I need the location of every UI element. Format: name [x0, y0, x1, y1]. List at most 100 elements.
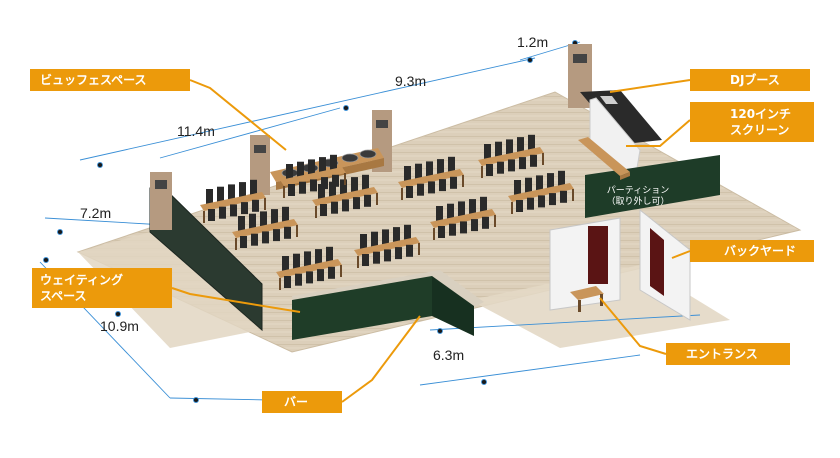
chair	[449, 223, 456, 236]
chair	[450, 176, 457, 189]
table	[508, 183, 574, 202]
chair	[536, 175, 543, 192]
chair	[447, 203, 454, 220]
chair	[249, 213, 256, 230]
chair	[238, 216, 245, 232]
waiting-label-line2: スペース	[40, 289, 87, 303]
chair	[326, 246, 333, 263]
chair	[208, 209, 215, 221]
chair	[439, 179, 446, 192]
chair	[448, 156, 455, 173]
table-leg	[315, 206, 317, 218]
chair	[328, 266, 335, 279]
dimension-label-5: 10.9m	[100, 318, 139, 334]
chair	[395, 247, 402, 260]
chair	[332, 174, 339, 187]
chair	[228, 184, 235, 201]
table-group	[354, 224, 420, 268]
entrance-door	[588, 226, 608, 284]
chair	[310, 179, 317, 192]
chair	[331, 201, 338, 214]
table-leg	[481, 166, 483, 178]
entrance-label: エントランス	[666, 343, 790, 365]
screen-label: 120インチ スクリーン	[690, 102, 814, 142]
screen-label-line1: 120インチ	[730, 107, 792, 121]
chair	[286, 164, 293, 180]
chair	[514, 180, 521, 196]
waiting-label: ウェイティング スペース	[32, 268, 172, 308]
chair	[315, 249, 322, 266]
chair	[417, 183, 424, 196]
table-leg	[542, 153, 544, 165]
table-leg	[283, 186, 285, 198]
table-leg	[433, 228, 435, 240]
table-leg	[203, 211, 205, 223]
chair	[364, 194, 371, 207]
chair	[251, 233, 258, 246]
table-leg	[418, 243, 420, 255]
waiting-label-line1: ウェイティング	[40, 273, 124, 287]
chair	[239, 182, 246, 199]
chair	[250, 179, 257, 196]
chair	[329, 181, 336, 198]
chair	[458, 201, 465, 218]
dimension-label-1: 1.2m	[517, 34, 549, 50]
chair	[393, 227, 400, 244]
chair	[360, 234, 367, 250]
chair	[460, 221, 467, 234]
table	[276, 259, 342, 278]
dimension-label-2: 9.3m	[395, 73, 427, 89]
chair	[426, 161, 433, 178]
dimension-label-6: 6.3m	[433, 347, 465, 363]
chair	[362, 174, 369, 191]
table-leg	[511, 202, 513, 214]
chair	[320, 204, 327, 216]
chair	[293, 253, 300, 270]
chair	[260, 211, 267, 228]
chair	[330, 154, 337, 171]
table-leg	[357, 256, 359, 268]
table-group	[232, 206, 298, 250]
chair	[560, 190, 567, 203]
chair	[206, 189, 213, 205]
chair	[406, 244, 413, 257]
chair	[508, 159, 515, 172]
table	[200, 192, 266, 211]
chair	[262, 231, 269, 244]
chair	[480, 196, 487, 213]
chair	[527, 197, 534, 210]
table-leg	[462, 175, 464, 187]
partition-label-line1: パーティション	[606, 186, 670, 196]
chair	[282, 256, 289, 272]
chair	[438, 226, 445, 238]
chair	[219, 206, 226, 219]
backyard-label-text: バックヤード	[724, 244, 797, 258]
chair	[288, 184, 295, 196]
table-leg	[340, 265, 342, 277]
chair	[404, 224, 411, 241]
table	[280, 167, 346, 186]
chair	[486, 164, 493, 176]
chair	[404, 166, 411, 182]
chair	[273, 229, 280, 242]
table-leg	[572, 189, 574, 201]
chair	[284, 276, 291, 288]
table-group	[430, 196, 496, 240]
table-group	[398, 156, 464, 200]
entrance-desk	[570, 286, 604, 300]
chair	[282, 206, 289, 223]
chair	[428, 181, 435, 194]
chair	[230, 204, 237, 217]
bar-counter	[292, 276, 432, 340]
chair	[284, 226, 291, 239]
table-leg	[296, 225, 298, 237]
table	[354, 237, 420, 256]
chair	[382, 229, 389, 246]
chair	[558, 170, 565, 187]
chair	[299, 181, 306, 194]
chair	[415, 163, 422, 180]
chair	[384, 249, 391, 262]
chair	[373, 251, 380, 264]
dj-label: DJブース	[690, 69, 810, 91]
